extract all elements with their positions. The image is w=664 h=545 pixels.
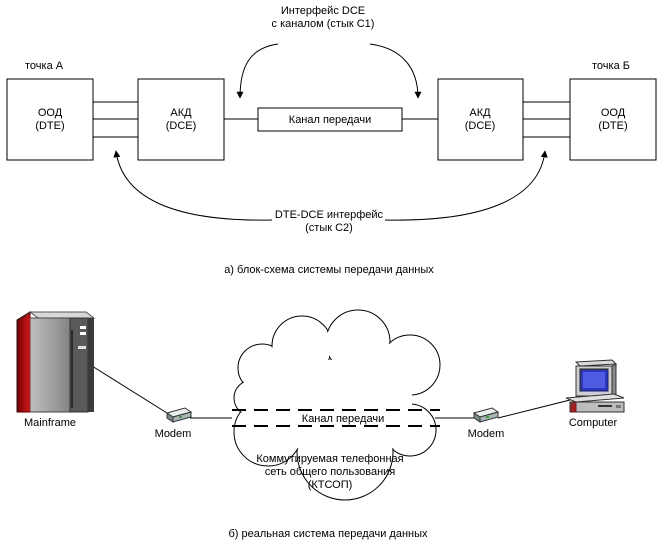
dce-interface-arrow-right: [369, 43, 422, 99]
network-label-line3: (КТСОП): [308, 479, 353, 491]
dce-a-label: АКД: [170, 107, 192, 119]
dte-dce-interface-arrow-right: [384, 150, 548, 221]
network-channel-label: Канал передачи: [302, 413, 384, 425]
dte-b-label: ООД: [601, 107, 626, 119]
mainframe-modem-link: [91, 365, 168, 414]
phone-network-cloud: [233, 309, 441, 501]
dce-b-label: АКД: [469, 107, 491, 119]
computer-icon: [565, 359, 625, 413]
modem-right-icon: [472, 407, 500, 423]
dce-b-sublabel: (DCE): [465, 120, 496, 132]
dte-b-sublabel: (DTE): [598, 120, 627, 132]
channel-label: Канал передачи: [289, 114, 371, 126]
dte-box-b: [569, 78, 657, 161]
point-b-label: точка Б: [592, 60, 630, 72]
dce-a-sublabel: (DCE): [166, 120, 197, 132]
dte-dce-interface-label-line1: DTE-DCE интерфейс: [275, 209, 384, 221]
dce-interface-label-line1: Интерфейс DCE: [281, 5, 365, 17]
dte-a-label: ООД: [38, 107, 63, 119]
modem-computer-link: [497, 399, 571, 419]
point-a-label: точка А: [25, 60, 64, 72]
network-label-line2: сеть общего пользования: [265, 466, 396, 478]
network-label-line1: Коммутируемая телефонная: [256, 453, 403, 465]
dce-interface-arrow-left: [236, 43, 279, 99]
mainframe-label: Mainframe: [24, 417, 76, 429]
caption-a: а) блок-схема системы передачи данных: [224, 264, 434, 276]
dce-interface-label-line2: с каналом (стык С1): [272, 18, 375, 30]
dte-a-sublabel: (DTE): [35, 120, 64, 132]
caption-b: б) реальная система передачи данных: [228, 528, 428, 540]
dte-dce-interface-label-line2: (стык С2): [305, 222, 353, 234]
mainframe-icon: [16, 311, 96, 413]
modem-left-icon: [165, 407, 193, 423]
dte-box-a: [6, 78, 94, 161]
dce-box-a: [137, 78, 225, 161]
dte-dce-interface-arrow-left: [113, 150, 273, 221]
computer-label: Computer: [569, 417, 618, 429]
modem-left-label: Modem: [155, 428, 192, 440]
modem-right-label: Modem: [468, 428, 505, 440]
